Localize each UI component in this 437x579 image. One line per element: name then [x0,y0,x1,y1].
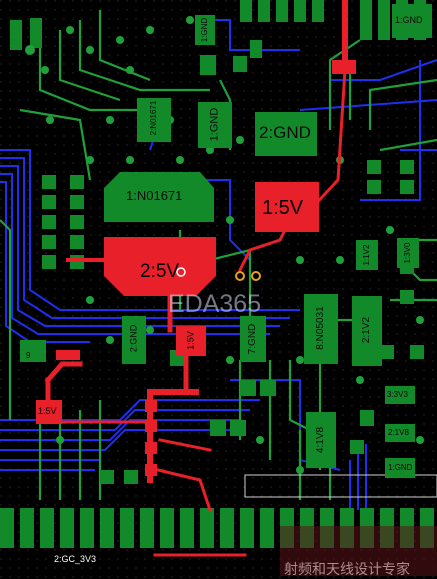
label-nine: 9 [26,351,31,360]
pad-1v8 [306,412,336,468]
label-3v3-right: 3:3V3 [387,390,408,399]
watermark-band [280,526,437,576]
label-bottom-left-net: 2:GC_3V3 [54,554,97,564]
label-gnd-1: 1:GND [208,107,221,142]
label-2v5: 2:5V [140,261,180,282]
label-1v8: 4:1V8 [315,426,326,454]
red-pad-small-1 [56,350,80,360]
label-1v2-b: 1:1V2 [362,244,371,266]
pad-n01671-vertical [137,98,171,142]
pad-3v3-right [385,386,415,404]
label-gnd-7: 7:GND [247,323,258,355]
pad-gnd-right [385,458,415,478]
red-pad-small-5 [145,400,157,412]
watermark-footer: 射频和天线设计专家 [284,561,410,577]
via-orange-2 [251,271,261,281]
red-pad-top [332,60,356,74]
label-n05031: 8:N05031 [315,306,326,350]
pad-gnd-vertical [122,316,146,364]
pad-2v5 [104,237,216,296]
pad-n05031 [304,294,338,364]
red-pad-small-3 [145,442,157,454]
red-pad-small-4 [145,464,157,476]
label-gnd-top-right: 1:GND [395,15,423,25]
label-1v8-right: 2:1V8 [388,428,409,437]
label-3v0-small: 1:3V0 [403,242,412,264]
pad-gnd-7 [240,316,266,362]
label-1v2-a: 2:1V2 [361,316,372,344]
pad-n01671 [104,172,214,222]
pad-1v8-right [385,424,415,442]
label-1v5-left: 1:5V [38,406,57,416]
watermark-eda365: EDA365 [168,290,262,318]
via-white [176,267,186,277]
label-gnd-vertical: 2:GND [128,324,139,353]
pad-gnd-1 [198,102,232,148]
label-n01671: 1:N01671 [126,188,183,203]
component-pads [20,160,424,484]
pad-gnd-small-top [195,15,215,45]
label-gnd-small-top: 1:GND [200,17,209,43]
label-gnd-2: 2:GND [259,123,311,142]
via-orange-1 [235,271,245,281]
pad-1v2-a [352,296,382,366]
label-1v5-small: 1:5V [185,331,196,350]
pad-1v5-big [255,182,319,232]
vias [25,16,424,474]
pad-gnd-top-right [392,4,432,38]
label-n01671-vertical: 2:N01671 [149,100,158,136]
pad-1v5-left [36,400,62,424]
pad-1v2-b [356,240,378,270]
pad-gnd-2 [255,112,317,156]
pad-3v0-small [397,238,419,268]
label-1v5-big: 1:5V [262,197,304,219]
label-gnd-right: 1:GND [388,463,413,472]
red-pad-small-2 [145,420,157,432]
pad-1v5-small [176,326,206,356]
